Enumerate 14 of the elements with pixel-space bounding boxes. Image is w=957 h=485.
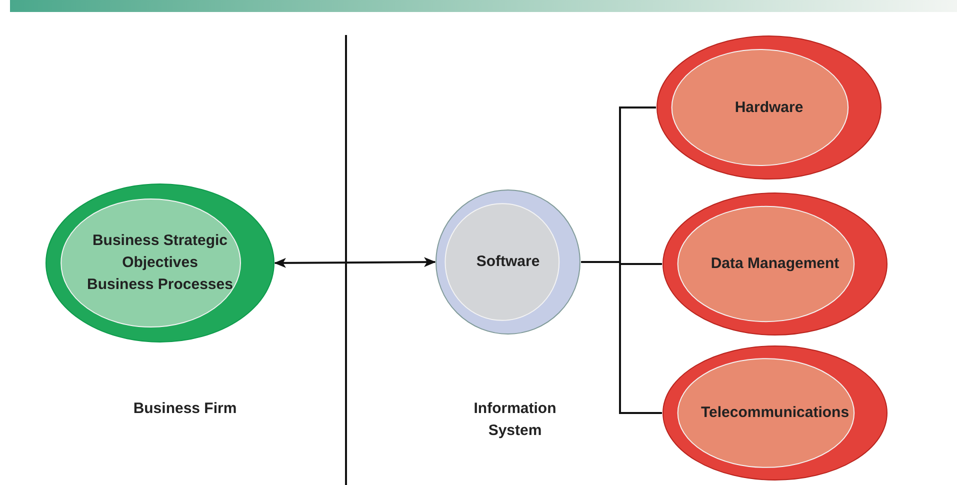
section-label: Information System (472, 399, 558, 441)
node-text: Hardware (734, 98, 804, 118)
node-text: Software (476, 252, 540, 272)
double-arrow (274, 257, 436, 268)
section-label: Business Firm (132, 399, 238, 419)
node-text: Business Strategic Objectives (91, 231, 229, 273)
circle-node (435, 189, 581, 335)
node-text: Telecommunications (700, 403, 850, 423)
ellipse-node (45, 183, 275, 343)
node-text: Data Management (710, 254, 840, 274)
ellipse-node (662, 345, 888, 481)
ellipse-node (662, 192, 888, 336)
node-text: Business Processes (87, 275, 233, 295)
ellipse-node (656, 35, 882, 180)
